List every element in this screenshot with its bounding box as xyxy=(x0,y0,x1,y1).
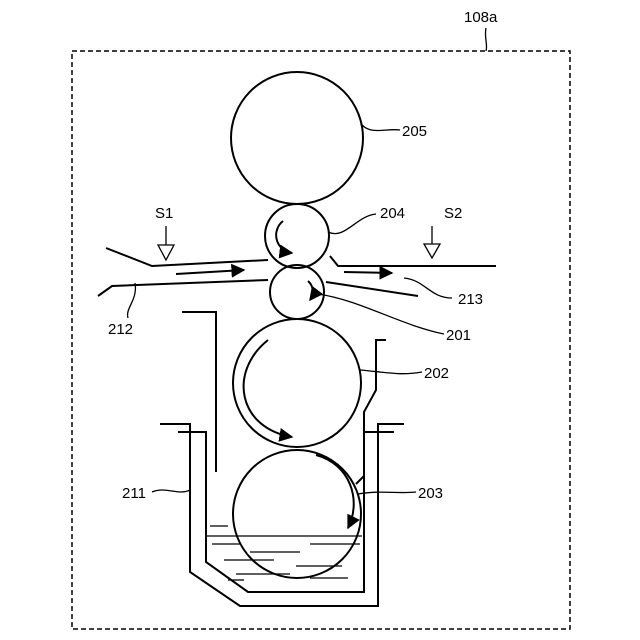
inlet-lower-guide xyxy=(98,280,268,296)
roller-201-leader xyxy=(318,294,444,334)
roller-204 xyxy=(265,204,329,268)
coating-liquid xyxy=(206,526,362,580)
guide-212-label: 212 xyxy=(108,321,133,338)
outlet-upper-guide xyxy=(330,256,496,266)
sheet-out-label: S2 xyxy=(444,205,462,222)
roller-202-label: 202 xyxy=(424,365,449,382)
frame-label: 108a xyxy=(464,9,498,26)
roller-202-leader xyxy=(360,370,422,374)
sheet-out-marker xyxy=(424,244,440,258)
guide-212-leader xyxy=(128,283,136,318)
roller-203-label: 203 xyxy=(418,485,443,502)
inlet-upper-guide xyxy=(106,248,268,266)
outlet-lower-guide xyxy=(326,282,418,296)
roller-204-rotation-arrow xyxy=(276,221,292,253)
roller-205-leader xyxy=(362,125,400,131)
roller-202 xyxy=(233,319,361,447)
right-side-guide xyxy=(356,340,386,484)
inlet-sheet-arrow xyxy=(176,270,244,274)
sheet-in-marker xyxy=(158,245,174,260)
roller-205-label: 205 xyxy=(402,123,427,140)
roller-203-rotation-arrow xyxy=(316,455,354,528)
roller-201-rotation-arrow xyxy=(308,281,313,300)
roller-204-label: 204 xyxy=(380,205,405,222)
unit-frame-border xyxy=(72,51,570,629)
left-side-guide xyxy=(182,312,216,472)
sheet-in-label: S1 xyxy=(155,205,173,222)
roller-201-label: 201 xyxy=(446,327,471,344)
outlet-sheet-arrow xyxy=(344,272,392,273)
tank-211-leader xyxy=(152,490,190,492)
guide-213-label: 213 xyxy=(458,291,483,308)
roller-201 xyxy=(270,265,324,319)
roller-205 xyxy=(231,72,363,204)
roller-204-leader xyxy=(328,214,376,234)
roller-202-rotation-arrow xyxy=(244,340,292,437)
tank-211-label: 211 xyxy=(122,485,146,502)
frame-leader-line xyxy=(485,28,486,51)
roller-203-leader xyxy=(358,492,416,494)
